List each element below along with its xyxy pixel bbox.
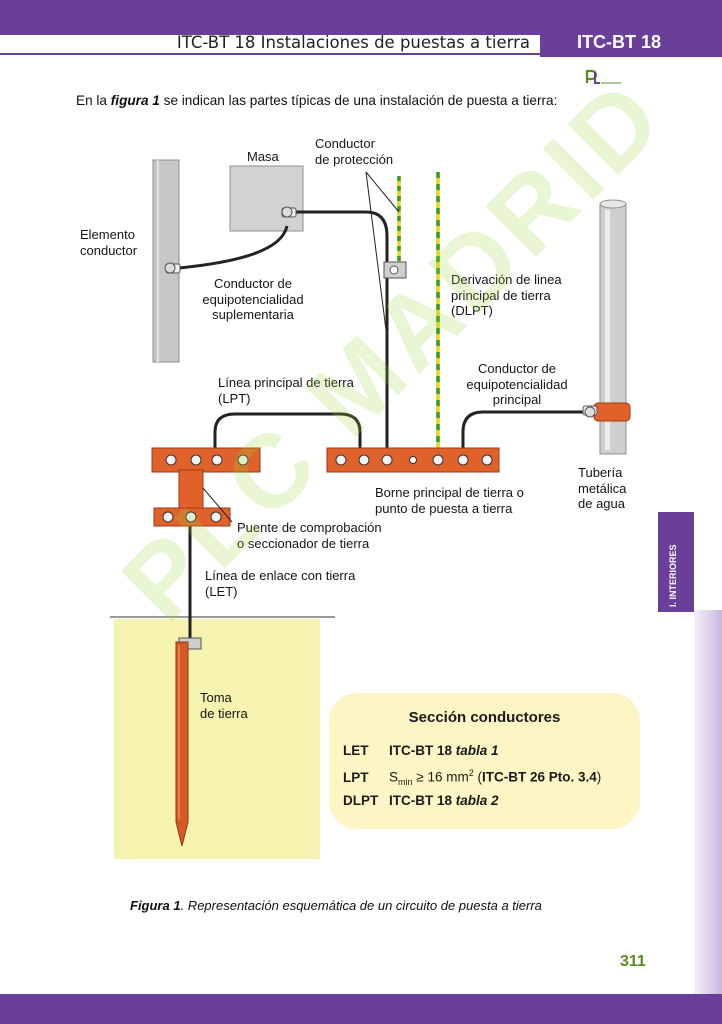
main-earthing-terminal	[326, 447, 500, 473]
label-equipotencialidad-principal: Conductor de equipotencialidad principal	[466, 361, 568, 407]
label-equipotencialidad-suplementaria: Conductor de equipotencialidad suplement…	[202, 276, 304, 322]
protection-conductor-wire	[295, 210, 389, 460]
masa-box	[229, 165, 304, 232]
pipe-clamp	[593, 402, 631, 422]
soil-area	[114, 619, 320, 859]
main-bonding-wire	[461, 410, 592, 460]
header-title: ITC-BT 18 Instalaciones de puestas a tie…	[176, 33, 530, 52]
label-puente-comprobacion: Puente de comprobación o seccionador de …	[237, 520, 382, 551]
figure-reference: figura 1	[110, 93, 160, 108]
test-joint	[151, 447, 261, 527]
bottom-band	[0, 994, 722, 1024]
header-rule	[0, 53, 540, 55]
label-borne-principal: Borne principal de tierra o punto de pue…	[375, 485, 524, 516]
plc-logo-icon	[585, 69, 621, 84]
supplementary-bonding-wire	[178, 225, 289, 270]
header-badge: ITC-BT 18	[540, 28, 722, 57]
side-tab[interactable]: I. INTERIORES	[658, 512, 694, 612]
side-bar	[694, 610, 722, 1002]
label-tuberia: Tubería metálica de agua	[578, 465, 627, 511]
label-lpt: Línea principal de tierra (LPT)	[218, 375, 354, 406]
label-masa: Masa	[247, 149, 279, 164]
side-tab-label: I. INTERIORES	[668, 544, 678, 607]
label-conductor-proteccion: Conductor de protección	[315, 136, 394, 167]
conductive-element	[152, 159, 180, 363]
label-elemento-conductor: Elemento conductor	[80, 227, 138, 258]
earth-rod	[175, 641, 189, 847]
page-number: 311	[620, 953, 646, 970]
figure-caption: Figura 1. Representación esquemática de …	[130, 898, 542, 913]
lpt-wire	[213, 412, 362, 460]
label-toma-tierra: Toma de tierra	[200, 690, 248, 721]
intro-text: En la figura 1 se indican las partes típ…	[76, 93, 558, 108]
section-box-title: Sección conductores	[408, 709, 561, 726]
label-let: Línea de enlace con tierra (LET)	[205, 568, 356, 599]
label-dlpt: Derivación de linea principal de tierra …	[451, 272, 562, 318]
